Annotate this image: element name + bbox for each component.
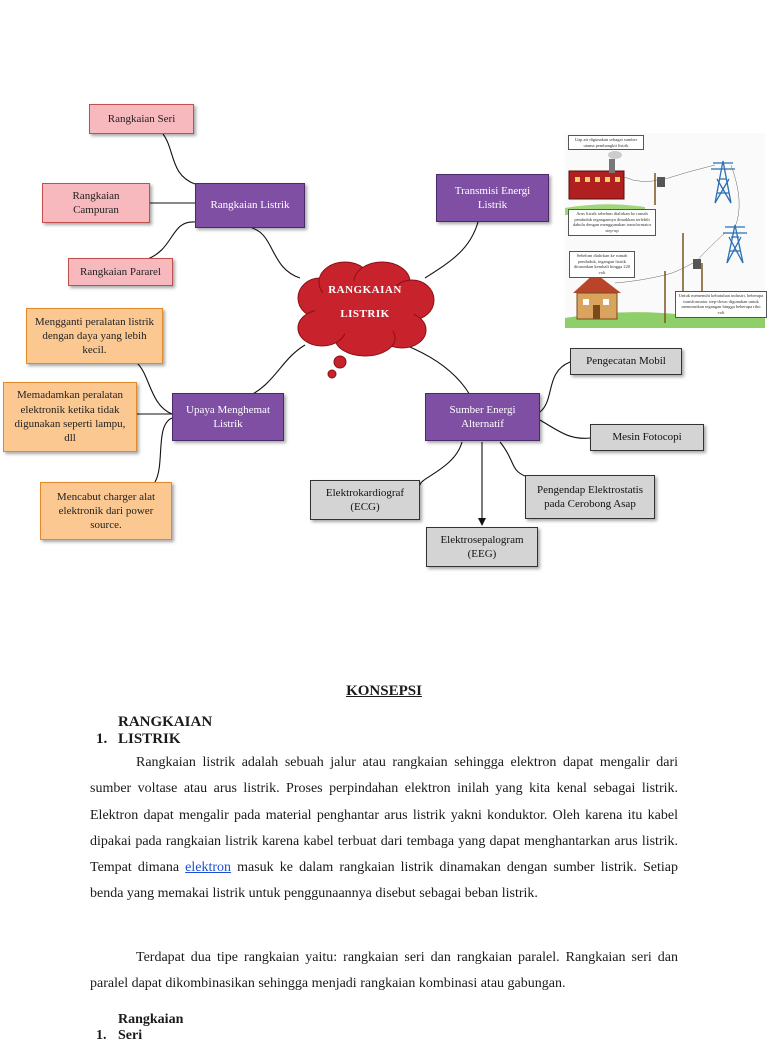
callout-uap-air: Uap air digunakan sebagai sumber utama p… [568, 135, 644, 151]
node-rangkaian-seri: Rangkaian Seri [89, 104, 194, 134]
center-label: RANGKAIAN LISTRIK [300, 278, 430, 326]
node-rangkaian-listrik: Rangkaian Listrik [195, 183, 305, 228]
node-transmisi-energi: Transmisi Energi Listrik [436, 174, 549, 222]
transformer-icon [657, 177, 665, 187]
house-icon [573, 273, 621, 320]
node-rangkaian-pararel: Rangkaian Pararel [68, 258, 173, 286]
node-upaya-item-2: Memadamkan peralatan elektronik ketika t… [3, 382, 137, 452]
center-label-line2: LISTRIK [340, 308, 390, 320]
connector-pengendap [499, 441, 526, 477]
power-transmission-illustration: Uap air digunakan sebagai sumber utama p… [565, 133, 767, 328]
paragraph-2-text: Terdapat dua tipe rangkaian yaitu: rangk… [90, 950, 678, 992]
connector-pengecatan [539, 361, 571, 413]
elektron-link[interactable]: elektron [185, 860, 232, 876]
connector-upaya-center [244, 344, 306, 399]
connector-fotocopi [539, 419, 591, 439]
connector-seri [162, 133, 196, 185]
connector-transmisi-center [424, 221, 479, 279]
node-mesin-fotocopi: Mesin Fotocopi [590, 424, 704, 451]
document-title: KONSEPSI [346, 683, 422, 699]
connector-sumber-center [404, 344, 471, 396]
callout-step-up: Arus listrik sebelum dialirkan ke rumah … [568, 209, 656, 236]
node-ecg: Elektrokardiograf (ECG) [310, 480, 420, 520]
node-pengecatan-mobil: Pengecatan Mobil [570, 348, 682, 375]
center-label-line1: RANGKAIAN [328, 284, 402, 296]
connector-listrik-center [251, 227, 301, 279]
node-upaya-item-1: Mengganti peralatan listrik dengan daya … [26, 308, 163, 364]
connector-upaya-1 [136, 362, 173, 415]
paragraph-2: Terdapat dua tipe rangkaian yaitu: rangk… [90, 945, 678, 998]
node-upaya-menghemat: Upaya Menghemat Listrik [172, 393, 284, 441]
node-pengendap: Pengendap Elektrostatis pada Cerobong As… [525, 475, 655, 519]
node-eeg: Elektrosepalogram (EEG) [426, 527, 538, 567]
connector-upaya-3 [154, 417, 173, 483]
center-cloud [297, 261, 435, 379]
connector-pararel [144, 221, 196, 261]
section-heading: 1. RANGKAIAN LISTRIK [96, 714, 213, 748]
power-plant-icon [568, 151, 625, 200]
subsection-number: 1. [96, 1028, 107, 1043]
node-sumber-energi: Sumber Energi Alternatif [425, 393, 540, 441]
paragraph-1-text-b: masuk ke dalam rangkaian listrik dinamak… [90, 860, 678, 902]
subsection-title: Rangkaian Seri [118, 1012, 184, 1043]
section-number: 1. [96, 731, 108, 747]
node-rangkaian-campuran: Rangkaian Campuran [42, 183, 150, 223]
connector-ecg [419, 441, 463, 486]
node-upaya-item-3: Mencabut charger alat elektronik dari po… [40, 482, 172, 540]
callout-step-down: Untuk memenuhi kebutuhan industri, beber… [675, 291, 767, 318]
paragraph-1: Rangkaian listrik adalah sebuah jalur at… [90, 750, 678, 908]
subsection-heading: 1. Rangkaian Seri [96, 1012, 184, 1044]
mindmap-connectors [136, 133, 591, 526]
tower-icon [711, 160, 747, 264]
callout-220-volt: Sebelum dialirkan ke rumah penduduk, teg… [569, 251, 635, 278]
section-title: RANGKAIAN LISTRIK [118, 714, 213, 747]
paragraph-1-text-a: Rangkaian listrik adalah sebuah jalur at… [90, 755, 678, 876]
